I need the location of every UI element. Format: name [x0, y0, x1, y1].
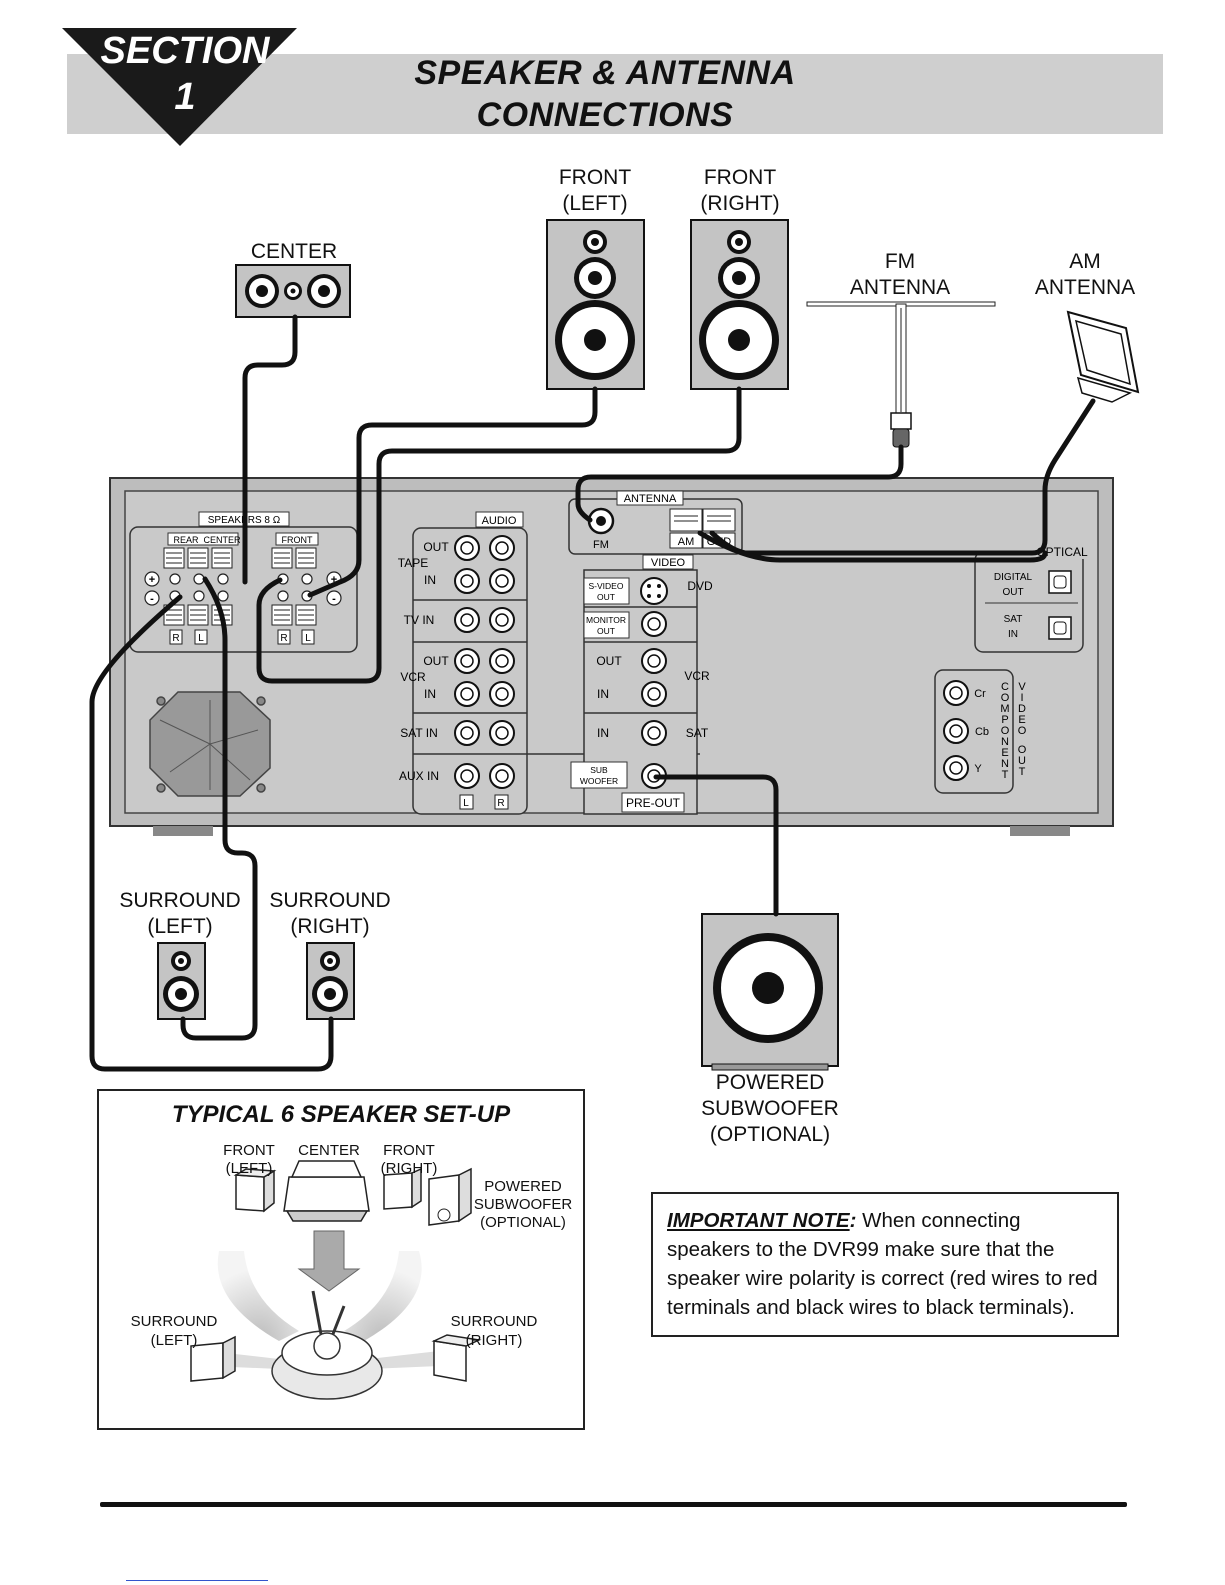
- subwoofer-label-1: POWERED: [715, 1071, 825, 1094]
- am-antenna-label-1: AM: [1069, 250, 1101, 273]
- important-note: IMPORTANT NOTE: When connecting speakers…: [651, 1192, 1119, 1337]
- section-word: SECTION: [100, 30, 270, 72]
- svg-text:IN: IN: [424, 573, 436, 587]
- svg-text:L: L: [305, 633, 311, 644]
- fm-jack-label: FM: [593, 539, 609, 551]
- setup-title: TYPICAL 6 SPEAKER SET-UP: [171, 1101, 511, 1128]
- section-number: 1: [174, 76, 196, 118]
- svg-text:DIGITAL: DIGITAL: [994, 572, 1033, 583]
- speaker-wires: [89, 314, 1096, 1072]
- page-title-line1: SPEAKER & ANTENNA: [414, 54, 796, 92]
- rear-label: REAR: [173, 535, 199, 545]
- tv-in-label: TV IN: [404, 613, 435, 627]
- svg-text:IN: IN: [424, 687, 436, 701]
- am-antenna: [1066, 310, 1140, 403]
- svg-text:+: +: [331, 574, 337, 586]
- center-terminal-label: CENTER: [203, 535, 241, 545]
- center-speaker: [235, 264, 351, 318]
- optical-label: OPTICAL: [1036, 545, 1088, 559]
- footer-link-line: [126, 1580, 268, 1581]
- surround-right-speaker: [306, 942, 355, 1020]
- fm-antenna-label-2: ANTENNA: [849, 276, 951, 299]
- svg-text:L: L: [463, 798, 469, 809]
- svg-text:R: R: [172, 633, 179, 644]
- surround-left-label-2: (LEFT): [147, 915, 213, 938]
- note-heading: IMPORTANT NOTE: [667, 1209, 850, 1232]
- center-label: CENTER: [250, 240, 338, 263]
- subwoofer-label-2: SUBWOOFER: [701, 1097, 839, 1120]
- vcr-video-label: VCR: [684, 669, 710, 683]
- footer-rule: [100, 1502, 1127, 1507]
- svg-text:IN: IN: [1008, 629, 1018, 640]
- svg-text:Cb: Cb: [975, 726, 989, 738]
- dvd-label: DVD: [687, 579, 713, 593]
- svg-text:SUB: SUB: [590, 765, 608, 775]
- svg-text:OUT: OUT: [597, 592, 615, 602]
- subwoofer-label-3: (OPTIONAL): [709, 1123, 831, 1146]
- antenna-label: ANTENNA: [624, 493, 677, 505]
- svg-text:-: -: [150, 593, 154, 605]
- setup-front-right: [383, 1172, 413, 1210]
- svg-text:MONITOR: MONITOR: [586, 615, 626, 625]
- am-terminal-label: AM: [678, 536, 695, 548]
- setup-front-center: [283, 1160, 370, 1222]
- svg-text:S-VIDEO: S-VIDEO: [589, 581, 624, 591]
- svg-text:-: -: [332, 593, 336, 605]
- svg-text:OUT: OUT: [1002, 587, 1023, 598]
- svg-text:WOOFER: WOOFER: [580, 776, 618, 786]
- typical-setup-box: TYPICAL 6 SPEAKER SET-UP: [97, 1089, 585, 1430]
- svg-text:SAT: SAT: [1004, 614, 1023, 625]
- sat-in-label: SAT IN: [400, 726, 438, 740]
- front-right-speaker: [690, 219, 789, 390]
- surround-left-speaker: [157, 942, 206, 1020]
- surround-right-label-2: (RIGHT): [290, 915, 370, 938]
- front-left-label-1: FRONT: [558, 166, 632, 189]
- svg-text:OUT: OUT: [597, 626, 615, 636]
- fm-antenna-label-1: FM: [884, 250, 916, 273]
- svg-text:OUT: OUT: [596, 654, 622, 668]
- note-text: When connecting speakers to the DVR99 ma…: [667, 1209, 1098, 1319]
- svg-text:R: R: [497, 798, 504, 809]
- svg-text:IN: IN: [597, 726, 609, 740]
- setup-illustration: [190, 1160, 482, 1400]
- svg-text:Y: Y: [974, 763, 982, 775]
- section-triangle: [62, 28, 297, 146]
- powered-subwoofer: [701, 913, 839, 1071]
- front-left-label-2: (LEFT): [562, 192, 628, 215]
- antenna-section: ANTENNA FM AM GND: [568, 490, 743, 555]
- front-right-label-2: (RIGHT): [700, 192, 780, 215]
- svg-text:+: +: [149, 574, 155, 586]
- surround-left-label-1: SURROUND: [119, 889, 241, 912]
- optical-section: OPTICAL DIGITAL OUT SAT IN: [974, 545, 1088, 653]
- fm-antenna: [806, 301, 996, 448]
- svg-text:IN: IN: [597, 687, 609, 701]
- svg-text:Cr: Cr: [974, 688, 986, 700]
- video-label: VIDEO: [651, 557, 686, 569]
- aux-in-label: AUX IN: [399, 769, 439, 783]
- sat-video-label: SAT: [686, 726, 709, 740]
- audio-label: AUDIO: [482, 515, 517, 527]
- page-title-line2: CONNECTIONS: [476, 96, 734, 134]
- svg-text:L: L: [198, 633, 204, 644]
- tape-label: TAPE: [398, 556, 428, 570]
- front-left-speaker: [546, 219, 645, 390]
- svg-text:R: R: [280, 633, 287, 644]
- connection-diagram: SPEAKERS 8 Ω REAR CENTER FRONT + - + - R…: [89, 219, 1140, 1072]
- setup-front-left: [235, 1174, 265, 1212]
- front-right-label-1: FRONT: [703, 166, 777, 189]
- pre-out-label: PRE-OUT: [626, 796, 681, 810]
- svg-text:OUT: OUT: [423, 540, 449, 554]
- vcr-audio-label: VCR: [400, 670, 426, 684]
- am-antenna-label-2: ANTENNA: [1034, 276, 1136, 299]
- front-terminal-label: FRONT: [282, 535, 313, 545]
- cooling-fan: [149, 691, 271, 797]
- s-video-out-jack: [640, 577, 668, 605]
- svg-text:OUT: OUT: [423, 654, 449, 668]
- surround-right-label-1: SURROUND: [269, 889, 391, 912]
